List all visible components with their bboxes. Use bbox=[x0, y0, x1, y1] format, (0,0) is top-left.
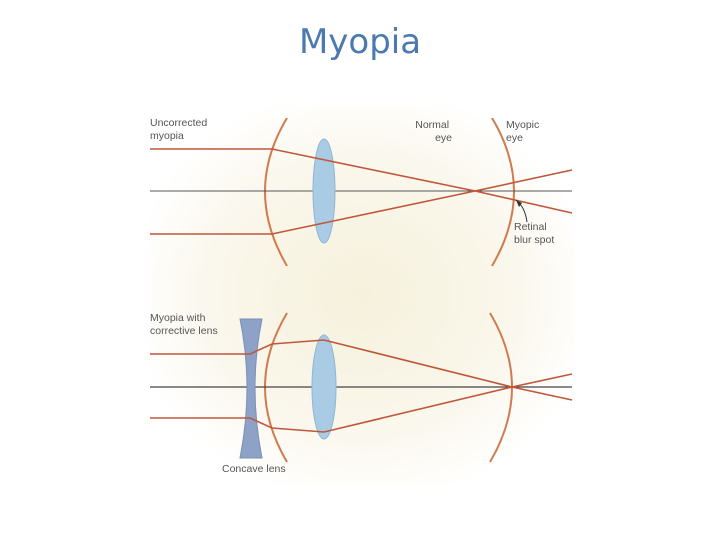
top-upper-ray bbox=[150, 148, 573, 214]
concave-lens-label: Concave lens bbox=[222, 463, 286, 475]
top-front-eye-arc bbox=[264, 117, 288, 267]
top-panel: Uncorrected myopia Normal eye Myopic eye… bbox=[150, 117, 573, 267]
corrective-lens-label: Myopia with corrective lens bbox=[150, 312, 218, 337]
normal-eye-label: Normal eye bbox=[415, 119, 452, 144]
top-retina-arc bbox=[491, 117, 515, 267]
bottom-lower-ray bbox=[150, 373, 573, 433]
top-lower-ray bbox=[150, 169, 573, 235]
bottom-eye-lens bbox=[311, 334, 337, 440]
top-eye-lens bbox=[312, 138, 336, 244]
bottom-panel: Myopia with corrective lens Concave lens bbox=[150, 312, 573, 475]
blur-spot-arrowhead bbox=[516, 200, 522, 207]
myopic-eye-label: Myopic eye bbox=[506, 119, 542, 144]
uncorrected-label: Uncorrected myopia bbox=[150, 117, 210, 142]
bottom-upper-ray bbox=[150, 339, 573, 401]
retinal-blur-label: Retinal blur spot bbox=[514, 221, 554, 246]
slide-title: Myopia bbox=[298, 22, 422, 62]
